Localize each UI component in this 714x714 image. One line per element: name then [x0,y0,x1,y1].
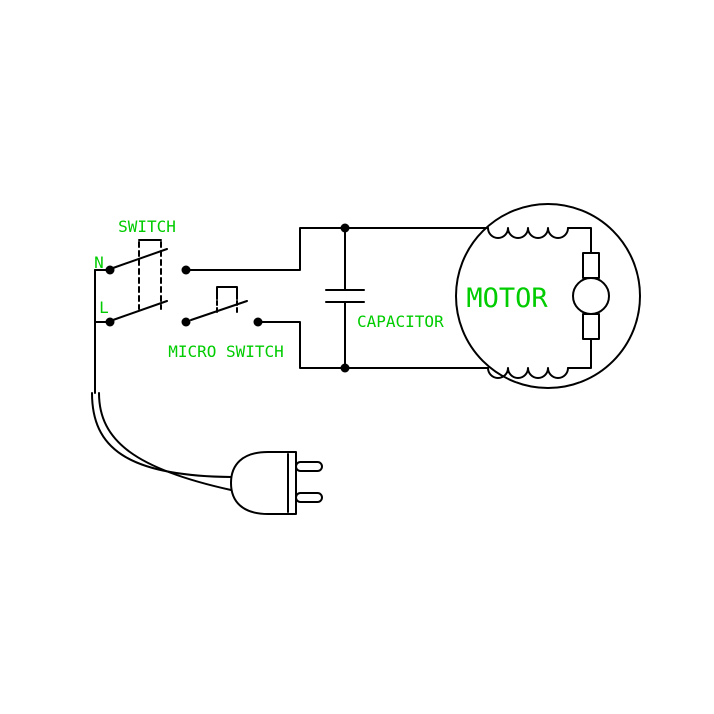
motor-bottom-winding-tail [567,338,592,369]
junction-dot-switch-live-out [181,317,191,327]
junction-dot-micro-switch-out [253,317,263,327]
neutral-run-wire [185,227,489,271]
motor-rotor-circle [572,277,610,315]
capacitor-label: CAPACITOR [357,312,444,331]
switch-blade-live [112,300,168,321]
junction-dot-capacitor-top [340,223,350,233]
plug-body [230,451,297,515]
live-run-wire [257,321,489,369]
live-label: L [99,298,109,317]
junction-dot-neutral-terminal [105,265,115,275]
motor-body-circle [455,203,641,389]
plug-pin-bottom [295,492,323,503]
motor-top-winding-coil [487,227,569,239]
power-cable-inner [98,392,232,491]
switch-blade-neutral [112,248,168,269]
micro-switch-label: MICRO SWITCH [168,342,284,361]
plug-pin-top [295,461,323,472]
junction-dot-switch-neutral-out [181,265,191,275]
micro-switch-linkage-dashed [216,300,238,314]
motor-top-winding-tail [567,227,592,254]
power-cable-outer [91,392,232,478]
diagram-labels: SWITCH N L MICRO SWITCH CAPACITOR MOTOR [94,217,548,361]
junction-dots [105,223,350,373]
micro-switch-blade [190,300,248,321]
neutral-label: N [94,253,104,272]
switch-label: SWITCH [118,217,176,236]
junction-dot-capacitor-bottom [340,363,350,373]
junction-dot-live-terminal [105,317,115,327]
motor-brush-top [582,252,600,279]
motor-label: MOTOR [466,283,548,314]
circuit-lines [91,203,641,515]
switch-linkage-dashed [138,241,162,310]
micro-switch-actuator [216,286,238,300]
motor-bottom-winding-coil [487,367,569,379]
motor-brush-bottom [582,313,600,340]
